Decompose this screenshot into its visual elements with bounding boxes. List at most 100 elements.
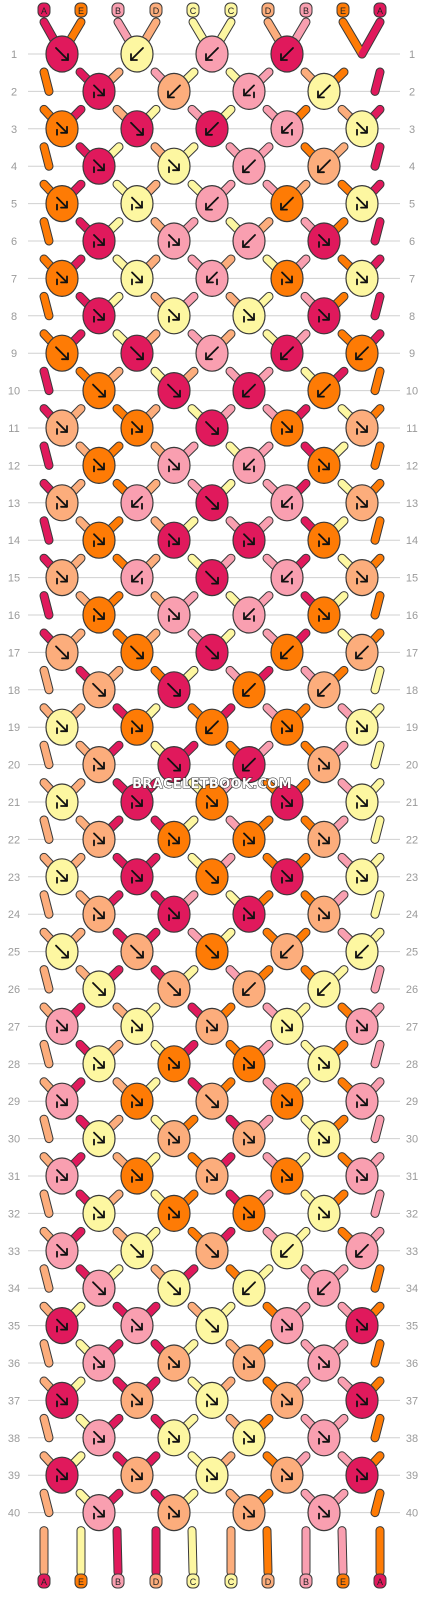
knot-arrow-icon	[356, 720, 368, 735]
knot-arrow-icon	[243, 84, 255, 99]
row-label-right: 40	[406, 1508, 418, 1520]
row-label-right: 23	[406, 872, 418, 884]
strand-segment	[371, 1414, 384, 1442]
row-label-left: 34	[8, 1283, 20, 1295]
knot-arrow-icon	[56, 1169, 68, 1183]
knot-arrow-icon	[355, 645, 369, 660]
top-strand-letter: D	[153, 6, 160, 16]
bottom-strand-letter: E	[340, 1577, 346, 1587]
row-label-left: 9	[11, 348, 17, 360]
knot-arrow-icon	[93, 1356, 105, 1370]
knot-arrow-icon	[281, 720, 293, 735]
bottom-strand-letter-tab	[224, 1573, 238, 1589]
row-label-right: 1	[409, 49, 415, 61]
row-label-right: 38	[406, 1433, 418, 1445]
knot-arrow-icon	[356, 869, 368, 884]
row-label-left: 28	[8, 1059, 20, 1071]
strand-segment	[40, 1414, 53, 1442]
knot-arrow-icon	[167, 682, 181, 697]
knot-arrow-icon	[318, 757, 330, 772]
strand-segment	[40, 1265, 53, 1292]
knot-arrow-icon	[168, 234, 180, 248]
knot-arrow-icon	[93, 159, 105, 174]
row-label-left: 27	[8, 1021, 20, 1033]
knot-arrow-icon	[131, 1169, 143, 1183]
knot-arrow-icon	[205, 645, 219, 660]
knot-arrow-icon	[168, 159, 180, 174]
top-strand-letter-tab	[373, 2, 387, 18]
knot-arrow-icon	[281, 1318, 293, 1333]
knot-arrow-icon	[281, 869, 293, 884]
row-label-right: 16	[406, 610, 418, 622]
knot-arrow-icon	[131, 720, 143, 735]
strand-segment	[40, 517, 53, 544]
knot-arrow-icon	[205, 346, 219, 361]
knot-arrow-icon	[56, 570, 68, 585]
knot-arrow-icon	[242, 234, 256, 248]
row-label-left: 11	[8, 423, 19, 435]
knot-arrow-icon	[243, 1356, 255, 1370]
bottom-strand-letter: C	[228, 1577, 235, 1587]
knot-arrow-icon	[243, 1206, 255, 1221]
knot-arrow-icon	[318, 1505, 330, 1520]
knot-arrow-icon	[318, 458, 330, 473]
strand-segment	[40, 666, 53, 694]
row-label-right: 4	[409, 161, 415, 173]
knot-arrow-icon	[242, 982, 256, 996]
row-label-right: 20	[406, 760, 418, 772]
strand-segment	[371, 143, 384, 170]
knot-arrow-icon	[205, 720, 219, 735]
knot-arrow-icon	[56, 196, 68, 211]
knot-arrow-icon	[55, 944, 69, 959]
row-label-right: 33	[406, 1246, 418, 1258]
strand-segment	[339, 18, 366, 58]
row-label-left: 18	[8, 685, 20, 697]
knot-arrow-icon	[243, 1505, 255, 1520]
top-strand-letter-tab	[111, 2, 125, 18]
knot-arrow-icon	[243, 533, 255, 548]
row-label-left: 33	[8, 1246, 20, 1258]
row-label-left: 22	[8, 834, 20, 846]
strand-segment	[371, 68, 384, 95]
top-strand-letter: E	[78, 6, 84, 16]
knot-arrow-icon	[168, 907, 180, 922]
knot-arrow-icon	[93, 84, 105, 99]
bottom-strand-letter-tab	[37, 1573, 51, 1589]
knot-arrow-icon	[131, 1393, 143, 1408]
strand-segment	[371, 367, 384, 395]
knot-arrow-icon	[243, 458, 255, 473]
row-label-right: 27	[406, 1021, 418, 1033]
row-label-right: 13	[406, 498, 418, 510]
top-strand-letter-tab	[186, 2, 200, 18]
row-label-left: 1	[11, 49, 17, 61]
knot-arrow-icon	[56, 121, 68, 136]
row-label-left: 39	[8, 1470, 20, 1482]
knot-arrow-icon	[318, 1056, 330, 1071]
knot-arrow-icon	[168, 1430, 180, 1445]
strand-segment	[40, 816, 53, 843]
row-label-right: 5	[409, 199, 415, 211]
knot-arrow-icon	[55, 346, 69, 361]
knot-arrow-icon	[205, 196, 219, 211]
knot-grid	[45, 35, 379, 1532]
strand-segment	[40, 218, 53, 245]
knot-arrow-icon	[131, 271, 143, 286]
strand-segment	[40, 592, 53, 619]
knot-arrow-icon	[93, 1056, 105, 1071]
knot-arrow-icon	[168, 1056, 180, 1071]
top-strand-letter: C	[228, 6, 235, 16]
row-label-left: 3	[11, 124, 17, 136]
knot-arrow-icon	[281, 271, 293, 286]
knot-arrow-icon	[356, 1468, 368, 1483]
strand-segment	[371, 666, 384, 694]
knot-arrow-icon	[281, 1468, 293, 1483]
knot-arrow-icon	[243, 832, 255, 847]
strand-segment	[371, 592, 384, 619]
row-label-right: 6	[409, 236, 415, 248]
knot-arrow-icon	[56, 795, 68, 809]
row-label-left: 23	[8, 872, 20, 884]
knot-arrow-icon	[167, 982, 181, 996]
